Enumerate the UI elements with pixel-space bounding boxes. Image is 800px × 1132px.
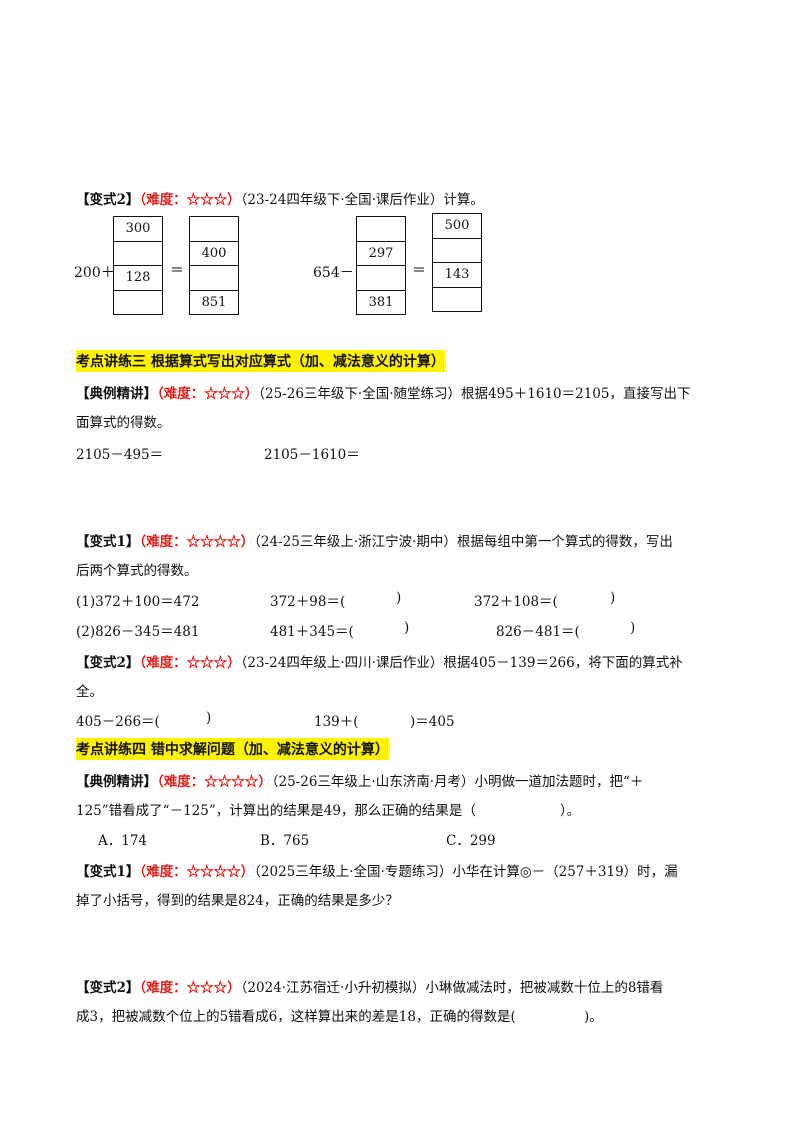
section4-example-line1: 【典例精讲】（难度：☆☆☆☆）（25-26三年级上·山东济南·月考）小明做一道加… — [76, 770, 643, 790]
box-cell: 400 — [190, 242, 238, 266]
right-prefix: 654－ — [313, 265, 354, 281]
variant-tag: 【变式2】 — [76, 192, 140, 208]
equation: (2)826－345＝481 — [76, 624, 200, 640]
difficulty-stars: （难度：☆☆☆☆） — [139, 864, 255, 880]
variant2-heading: 【变式2】（难度：☆☆☆）（23-24四年级下·全国·课后作业）计算。 — [76, 188, 484, 208]
section4-v2-line2: 成3，把被减数个位上的5错看成6，这样算出来的差是18，正确的得数是( — [76, 1009, 516, 1025]
section4-v1-line2: 掉了小括号，得到的结果是824，正确的结果是多少？ — [76, 893, 399, 909]
question-text: （23-24四年级上·四川·课后作业）根据405－139＝266，将下面的算式补 — [240, 655, 683, 671]
option-c[interactable]: C．299 — [446, 833, 496, 849]
box-cell: 851 — [201, 294, 227, 310]
difficulty-stars: （难度：☆☆☆） — [139, 192, 241, 208]
box-cell: 381 — [368, 294, 394, 310]
example-tag: 【典例精讲】 — [76, 386, 157, 402]
section4-example-line2: 125”错看成了“－125”，计算出的结果是49，那么正确的结果是（ — [76, 803, 476, 819]
answer-paren: ）。 — [560, 803, 581, 819]
answer-paren: ) — [610, 590, 616, 606]
variant-tag: 【变式2】 — [76, 655, 140, 671]
difficulty-stars: （难度：☆☆☆） — [157, 386, 259, 402]
difficulty-stars: （难度：☆☆☆☆） — [139, 534, 255, 550]
box-cell — [114, 291, 162, 315]
equation: (1)372＋100＝472 — [76, 594, 200, 610]
box-cell: 297 — [357, 242, 405, 266]
equals-sign: ＝ — [412, 263, 426, 279]
equation: 2105－495＝ — [76, 447, 164, 463]
equation: )＝405 — [410, 714, 455, 730]
section3-v2-line1: 【变式2】（难度：☆☆☆）（23-24四年级上·四川·课后作业）根据405－13… — [76, 651, 683, 671]
answer-paren: ) — [404, 620, 410, 636]
left-box-col2: 400 851 — [189, 216, 239, 315]
equals-sign: ＝ — [170, 263, 184, 279]
section3-example-line1: 【典例精讲】（难度：☆☆☆）（25-26三年级下·全国·随堂练习）根据495＋1… — [76, 382, 690, 402]
left-prefix: 200＋ — [74, 265, 115, 281]
source-text: （23-24四年级下·全国·课后作业）计算。 — [240, 192, 484, 208]
section4-v2-line1: 【变式2】（难度：☆☆☆）（2024·江苏宿迁·小升初模拟）小琳做减法时，把被减… — [76, 976, 663, 996]
right-box-col1: 297 381 — [356, 216, 406, 315]
equation: 481＋345＝( — [270, 624, 354, 640]
equation: 372＋108＝( — [474, 594, 558, 610]
box-cell: 128 — [114, 266, 162, 291]
section3-v2-line2: 全。 — [76, 684, 103, 700]
answer-paren: ) — [396, 590, 402, 606]
box-cell: 143 — [433, 263, 481, 288]
variant-tag: 【变式1】 — [76, 534, 140, 550]
box-cell — [357, 266, 405, 291]
section3-example-line2: 面算式的得数。 — [76, 415, 171, 431]
answer-paren: ) — [206, 710, 212, 726]
question-text: （2025三年级上·全国·专题练习）小华在计算◎－（257＋319）时，漏 — [254, 864, 678, 880]
difficulty-stars: （难度：☆☆☆） — [139, 980, 241, 996]
example-tag: 【典例精讲】 — [76, 774, 157, 790]
equation: 405－266＝( — [76, 714, 160, 730]
box-cell — [357, 217, 405, 242]
equation: 2105－1610＝ — [264, 447, 360, 463]
question-text: （25-26三年级下·全国·随堂练习）根据495＋1610＝2105，直接写出下 — [258, 386, 691, 402]
equation: 826－481＝( — [496, 624, 580, 640]
option-b[interactable]: B．765 — [260, 833, 310, 849]
option-a[interactable]: A．174 — [98, 833, 148, 849]
equation: 372＋98＝( — [270, 594, 346, 610]
box-cell — [114, 242, 162, 266]
left-box-col1: 300 128 — [113, 216, 163, 315]
box-cell — [433, 239, 481, 263]
section4-title: 考点讲练四 错中求解问题（加、减法意义的计算） — [76, 738, 389, 760]
question-text: （25-26三年级上·山东济南·月考）小明做一道加法题时，把“＋ — [271, 774, 644, 790]
question-text: （24-25三年级上·浙江宁波·期中）根据每组中第一个算式的得数，写出 — [254, 534, 673, 550]
equation: 139＋( — [314, 714, 359, 730]
difficulty-stars: （难度：☆☆☆☆） — [157, 774, 272, 790]
right-box-col2: 500 143 — [432, 213, 482, 312]
section3-v1-line1: 【变式1】（难度：☆☆☆☆）（24-25三年级上·浙江宁波·期中）根据每组中第一… — [76, 530, 673, 550]
difficulty-stars: （难度：☆☆☆） — [139, 655, 241, 671]
box-cell — [190, 266, 238, 291]
section4-v1-line1: 【变式1】（难度：☆☆☆☆）（2025三年级上·全国·专题练习）小华在计算◎－（… — [76, 860, 678, 880]
variant-tag: 【变式1】 — [76, 864, 140, 880]
section3-title: 考点讲练三 根据算式写出对应算式（加、减法意义的计算） — [76, 350, 445, 372]
box-cell: 500 — [433, 214, 481, 239]
section3-v1-line2: 后两个算式的得数。 — [76, 563, 198, 579]
question-text: （2024·江苏宿迁·小升初模拟）小琳做减法时，把被减数十位上的8错看 — [240, 980, 664, 996]
answer-paren: )。 — [584, 1009, 603, 1025]
box-cell: 300 — [114, 217, 162, 242]
answer-paren: ) — [630, 620, 636, 636]
box-cell — [433, 288, 481, 312]
variant-tag: 【变式2】 — [76, 980, 140, 996]
box-cell — [190, 217, 238, 242]
